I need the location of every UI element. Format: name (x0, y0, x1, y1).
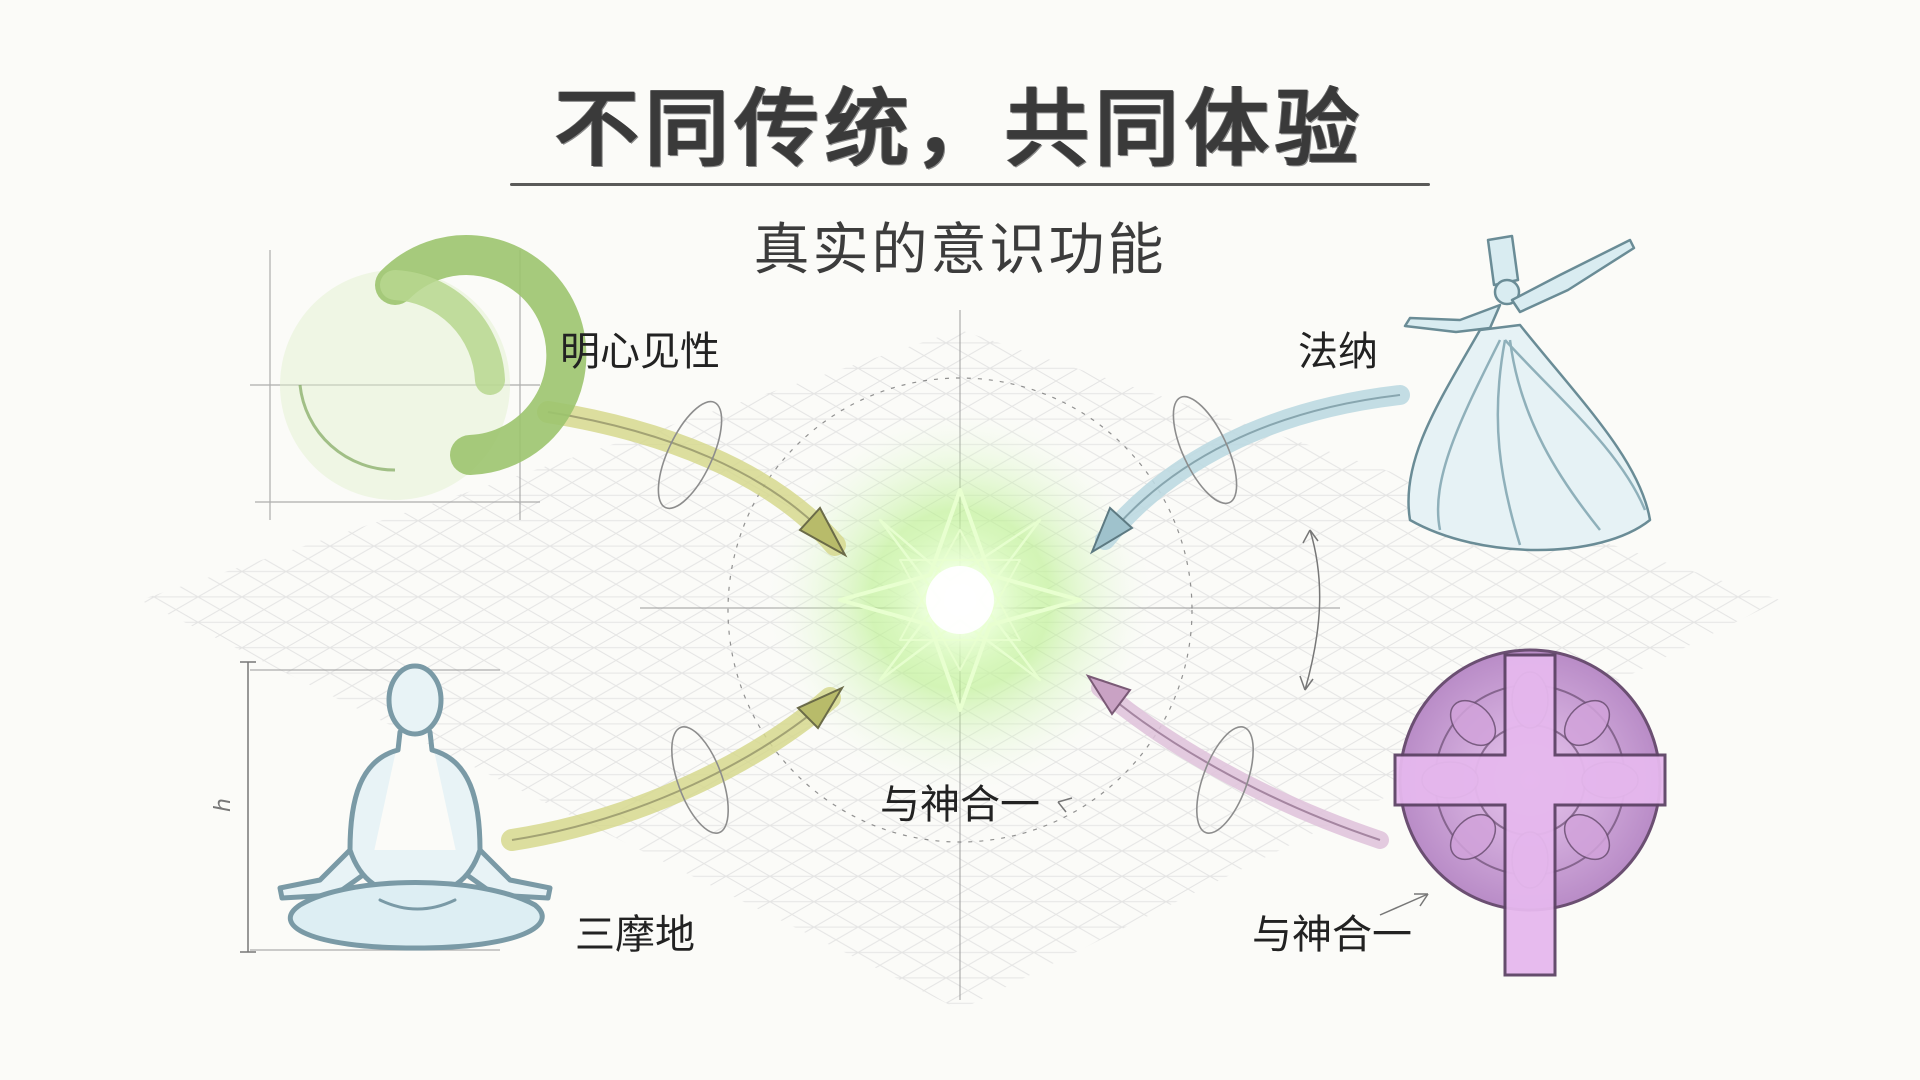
label-yoga: 三摩地 (575, 912, 695, 958)
core-glowing-star (760, 400, 1160, 800)
arrow-zen (537, 401, 848, 558)
page-title: 不同传统，共同体验 (554, 80, 1365, 178)
arrow-christian (1085, 674, 1389, 849)
title-underline (510, 183, 1430, 186)
enso-circle-icon (280, 235, 587, 500)
height-measure (240, 661, 256, 953)
cross-rose-window-icon (1393, 648, 1667, 977)
page-subtitle: 真实的意识功能 (753, 218, 1167, 283)
center-label: 与神合一 (880, 782, 1040, 828)
rotation-arrows (1057, 529, 1429, 916)
label-christian: 与神合一 (1252, 912, 1412, 958)
height-measure-letter: h (211, 798, 236, 812)
label-sufi: 法纳 (1298, 329, 1378, 375)
arrow-sufi (1089, 385, 1410, 555)
arrow-yoga (501, 685, 845, 851)
meditating-figure-icon (277, 663, 553, 951)
arrow-rings (657, 395, 1254, 834)
whirling-dervish-icon (1403, 234, 1652, 552)
label-zen: 明心见性 (560, 329, 720, 375)
